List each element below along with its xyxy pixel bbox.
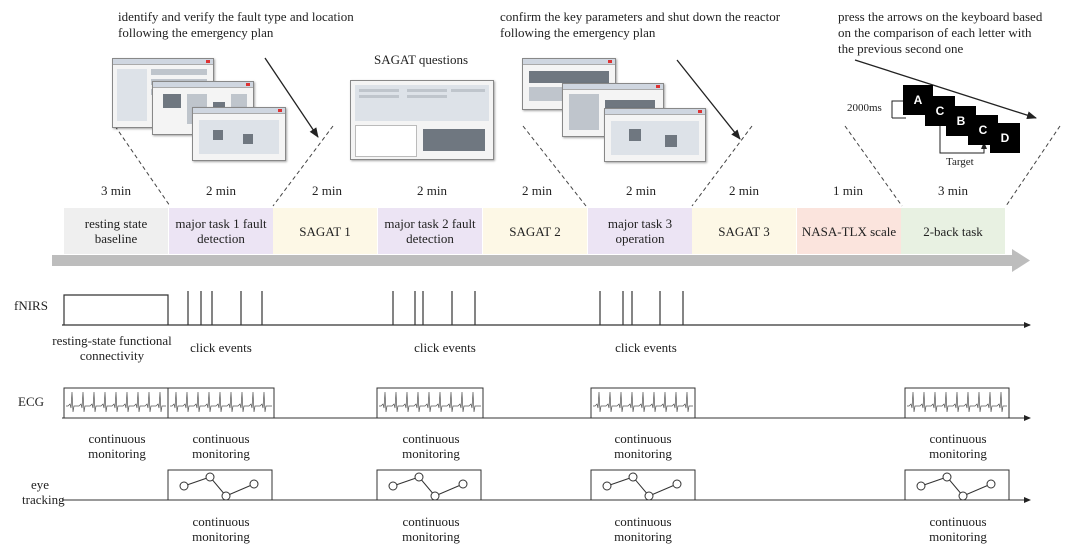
- sagat-questions-title: SAGAT questions: [373, 52, 469, 67]
- gaze-path-diagram: [376, 469, 482, 501]
- ecg-caption: continuous monitoring: [192, 431, 250, 461]
- ecg-waveform: [590, 387, 696, 419]
- gaze-path-diagram: [167, 469, 273, 501]
- phase-duration: 2 min: [729, 183, 759, 198]
- nback-interval: 2000ms: [847, 102, 882, 114]
- phase-box: NASA-TLX scale: [797, 208, 901, 254]
- nback-letter: D: [990, 123, 1020, 153]
- fixation-point: [414, 472, 424, 482]
- gaze-path-diagram: [904, 469, 1010, 501]
- phase-duration: 3 min: [101, 183, 131, 198]
- fixation-point: [628, 472, 638, 482]
- fixation-point: [986, 479, 996, 489]
- fixation-point: [388, 481, 398, 491]
- sagat-screenshot: [350, 80, 494, 160]
- eye-caption: continuous monitoring: [929, 514, 987, 544]
- fixation-point: [958, 491, 968, 501]
- eye-caption: continuous monitoring: [192, 514, 250, 544]
- phase-box: SAGAT 3: [692, 208, 796, 254]
- fixation-point: [249, 479, 259, 489]
- fixation-point: [205, 472, 215, 482]
- ecg-caption: continuous monitoring: [614, 431, 672, 461]
- nback-note-line-2: on the comparison of each letter with: [838, 25, 1032, 40]
- phase-duration: 2 min: [312, 183, 342, 198]
- phase-box: 2-back task: [901, 208, 1005, 254]
- ecg-caption: continuous monitoring: [402, 431, 460, 461]
- interface-screenshot: [604, 108, 706, 162]
- nback-target-bracket: [891, 100, 987, 154]
- fnirs-caption: click events: [190, 340, 252, 355]
- eye-caption: continuous monitoring: [614, 514, 672, 544]
- ecg-caption: continuous monitoring: [88, 431, 146, 461]
- phase-duration: 3 min: [938, 183, 968, 198]
- nback-target-label: Target: [946, 156, 974, 168]
- nback-note-line-3: the previous second one: [838, 41, 964, 56]
- annotation-arrows: [264, 57, 1037, 140]
- task1-note: identify and verify the fault type and l…: [118, 9, 354, 41]
- gaze-path-diagram: [590, 469, 696, 501]
- ecg-waveform: [904, 387, 1010, 419]
- phase-box: resting state baseline: [64, 208, 168, 254]
- fixation-point: [179, 481, 189, 491]
- interface-screenshot: [192, 107, 286, 161]
- timeline-arrow: [52, 249, 1030, 272]
- phase-duration: 2 min: [522, 183, 552, 198]
- ecg-row-label: ECG: [18, 394, 44, 409]
- phase-box: major task 1 fault detection: [169, 208, 273, 254]
- fnirs-caption: click events: [615, 340, 677, 355]
- fnirs-caption: resting-state functional connectivity: [52, 333, 172, 363]
- phase-box: major task 2 fault detection: [378, 208, 482, 254]
- nback-note: press the arrows on the keyboard based o…: [838, 9, 1042, 57]
- phase-duration: 1 min: [833, 183, 863, 198]
- zoom-dashed-lines: [114, 125, 1061, 207]
- fixation-point: [430, 491, 440, 501]
- eye-track: [62, 469, 1031, 503]
- task1-note-line-2: following the emergency plan: [118, 25, 274, 40]
- phase-duration: 2 min: [417, 183, 447, 198]
- fixation-point: [916, 481, 926, 491]
- ecg-waveform: [63, 387, 169, 419]
- phase-box: SAGAT 1: [273, 208, 377, 254]
- fixation-point: [672, 479, 682, 489]
- eye-caption: continuous monitoring: [402, 514, 460, 544]
- phase-duration: 2 min: [206, 183, 236, 198]
- ecg-caption: continuous monitoring: [929, 431, 987, 461]
- fnirs-caption: click events: [414, 340, 476, 355]
- nback-note-line-1: press the arrows on the keyboard based: [838, 9, 1043, 24]
- task3-note-line-2: following the emergency plan: [500, 25, 656, 40]
- phase-box: major task 3 operation: [588, 208, 692, 254]
- ecg-waveform: [376, 387, 484, 419]
- ecg-track: [62, 387, 1031, 421]
- fixation-point: [602, 481, 612, 491]
- fixation-point: [644, 491, 654, 501]
- fnirs-row-label: fNIRS: [14, 298, 48, 313]
- fixation-point: [942, 472, 952, 482]
- phase-box: SAGAT 2: [483, 208, 587, 254]
- eye-row-label: eye tracking: [22, 477, 65, 507]
- fixation-point: [458, 479, 468, 489]
- task3-note: confirm the key parameters and shut down…: [500, 9, 780, 41]
- fixation-point: [221, 491, 231, 501]
- phase-duration: 2 min: [626, 183, 656, 198]
- task1-note-line-1: identify and verify the fault type and l…: [118, 9, 354, 24]
- task3-note-line-1: confirm the key parameters and shut down…: [500, 9, 781, 24]
- ecg-waveform: [167, 387, 275, 419]
- fnirs-track: [62, 291, 1031, 328]
